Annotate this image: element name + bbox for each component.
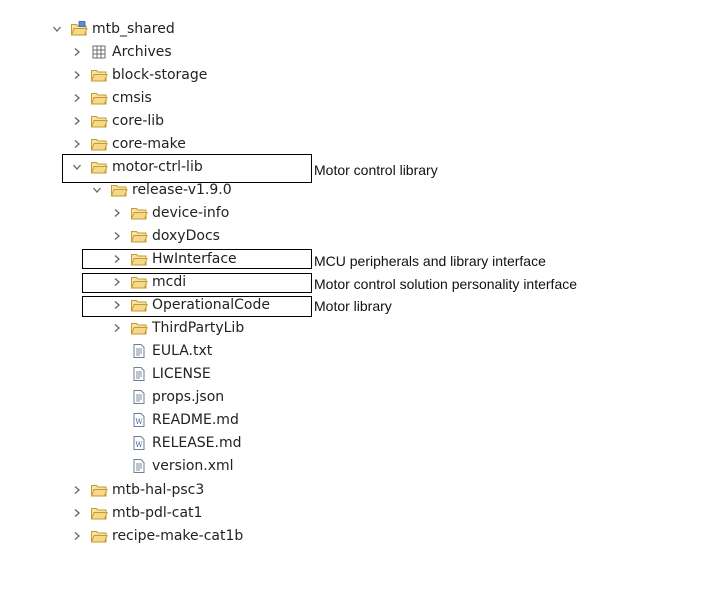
text-file-icon	[130, 342, 148, 360]
folder-icon	[110, 181, 128, 199]
highlight-box-hwinterface	[82, 249, 312, 269]
tree-item-label: OperationalCode	[152, 297, 270, 313]
tree-item-operationalcode[interactable]: OperationalCode	[110, 294, 270, 316]
tree-item-hwinterface[interactable]: HwInterface	[110, 248, 237, 270]
tree-item-core-make[interactable]: core-make	[70, 133, 186, 155]
folder-icon	[90, 112, 108, 130]
tree-item-label: Archives	[112, 44, 172, 60]
tree-item-label: mtb_shared	[92, 21, 175, 37]
tree-item-label: mtb-pdl-cat1	[112, 505, 203, 521]
folder-icon	[130, 204, 148, 222]
tree-item-label: mcdi	[152, 274, 187, 290]
project-folder-icon	[70, 20, 88, 38]
tree-item-props-json[interactable]: props.json	[110, 386, 224, 408]
folder-icon	[90, 504, 108, 522]
tree-item-mtb-hal-psc3[interactable]: mtb-hal-psc3	[70, 479, 204, 501]
tree-item-label: props.json	[152, 389, 225, 405]
markdown-file-icon	[130, 411, 148, 429]
text-file-icon	[130, 457, 148, 475]
tree-item-mcdi[interactable]: mcdi	[110, 271, 186, 293]
markdown-file-icon	[130, 434, 148, 452]
annotation-motor-ctrl-lib: Motor control library	[314, 162, 438, 178]
tree-item-cmsis[interactable]: cmsis	[70, 87, 152, 109]
tree-item-label: core-lib	[112, 113, 165, 129]
tree-item-label: device-info	[152, 205, 230, 221]
annotation-operationalcode: Motor library	[314, 298, 392, 314]
tree-item-release[interactable]: release-v1.9.0	[90, 179, 232, 201]
tree-item-mtb-shared[interactable]: mtb_shared	[50, 18, 175, 40]
tree-item-label: EULA.txt	[152, 343, 213, 359]
tree-item-release-md[interactable]: RELEASE.md	[110, 432, 242, 454]
highlight-box-operationalcode	[82, 296, 312, 317]
tree-item-label: version.xml	[152, 458, 234, 474]
text-file-icon	[130, 388, 148, 406]
chevron-right-icon[interactable]	[70, 87, 84, 109]
tree-item-block-storage[interactable]: block-storage	[70, 64, 207, 86]
tree-item-label: motor-ctrl-lib	[112, 159, 203, 175]
highlight-box-motor-ctrl-lib	[62, 154, 312, 183]
tree-item-archives[interactable]: Archives	[70, 41, 172, 63]
chevron-right-icon[interactable]	[70, 133, 84, 155]
folder-icon	[90, 481, 108, 499]
folder-icon	[130, 227, 148, 245]
chevron-down-icon[interactable]	[50, 18, 64, 40]
chevron-right-icon[interactable]	[70, 502, 84, 524]
tree-item-label: recipe-make-cat1b	[112, 528, 244, 544]
tree-item-label: RELEASE.md	[152, 435, 242, 451]
tree-item-label: mtb-hal-psc3	[112, 482, 205, 498]
folder-icon	[90, 527, 108, 545]
chevron-right-icon[interactable]	[70, 41, 84, 63]
text-file-icon	[130, 365, 148, 383]
folder-icon	[90, 66, 108, 84]
annotation-hwinterface: MCU peripherals and library interface	[314, 253, 546, 269]
tree-item-label: core-make	[112, 136, 186, 152]
tree-item-motor-ctrl-lib[interactable]: motor-ctrl-lib	[70, 156, 203, 178]
tree-item-core-lib[interactable]: core-lib	[70, 110, 164, 132]
tree-item-label: release-v1.9.0	[132, 182, 232, 198]
tree-item-label: LICENSE	[152, 366, 211, 382]
folder-icon	[90, 135, 108, 153]
tree-item-label: HwInterface	[152, 251, 237, 267]
tree-item-thirdpartylib[interactable]: ThirdPartyLib	[110, 317, 244, 339]
tree-item-label: ThirdPartyLib	[152, 320, 245, 336]
chevron-right-icon[interactable]	[70, 64, 84, 86]
tree-item-device-info[interactable]: device-info	[110, 202, 229, 224]
folder-icon	[90, 89, 108, 107]
chevron-right-icon[interactable]	[110, 202, 124, 224]
chevron-right-icon[interactable]	[110, 317, 124, 339]
tree-item-label: README.md	[152, 412, 239, 428]
tree-item-eula[interactable]: EULA.txt	[110, 340, 212, 362]
chevron-right-icon[interactable]	[70, 525, 84, 547]
folder-icon	[130, 319, 148, 337]
archive-grid-icon	[90, 43, 108, 61]
tree-item-label: block-storage	[112, 67, 208, 83]
tree-item-label: cmsis	[112, 90, 152, 106]
chevron-right-icon[interactable]	[110, 225, 124, 247]
chevron-right-icon[interactable]	[70, 479, 84, 501]
annotation-mcdi: Motor control solution personality inter…	[314, 276, 578, 292]
highlight-box-mcdi	[82, 273, 312, 293]
tree-item-doxydocs[interactable]: doxyDocs	[110, 225, 220, 247]
chevron-right-icon[interactable]	[70, 110, 84, 132]
tree-item-readme[interactable]: README.md	[110, 409, 239, 431]
tree-item-version-xml[interactable]: version.xml	[110, 455, 234, 477]
tree-item-label: doxyDocs	[152, 228, 220, 244]
tree-item-license[interactable]: LICENSE	[110, 363, 211, 385]
tree-item-mtb-pdl-cat1[interactable]: mtb-pdl-cat1	[70, 502, 202, 524]
tree-item-recipe-make-cat1b[interactable]: recipe-make-cat1b	[70, 525, 243, 547]
